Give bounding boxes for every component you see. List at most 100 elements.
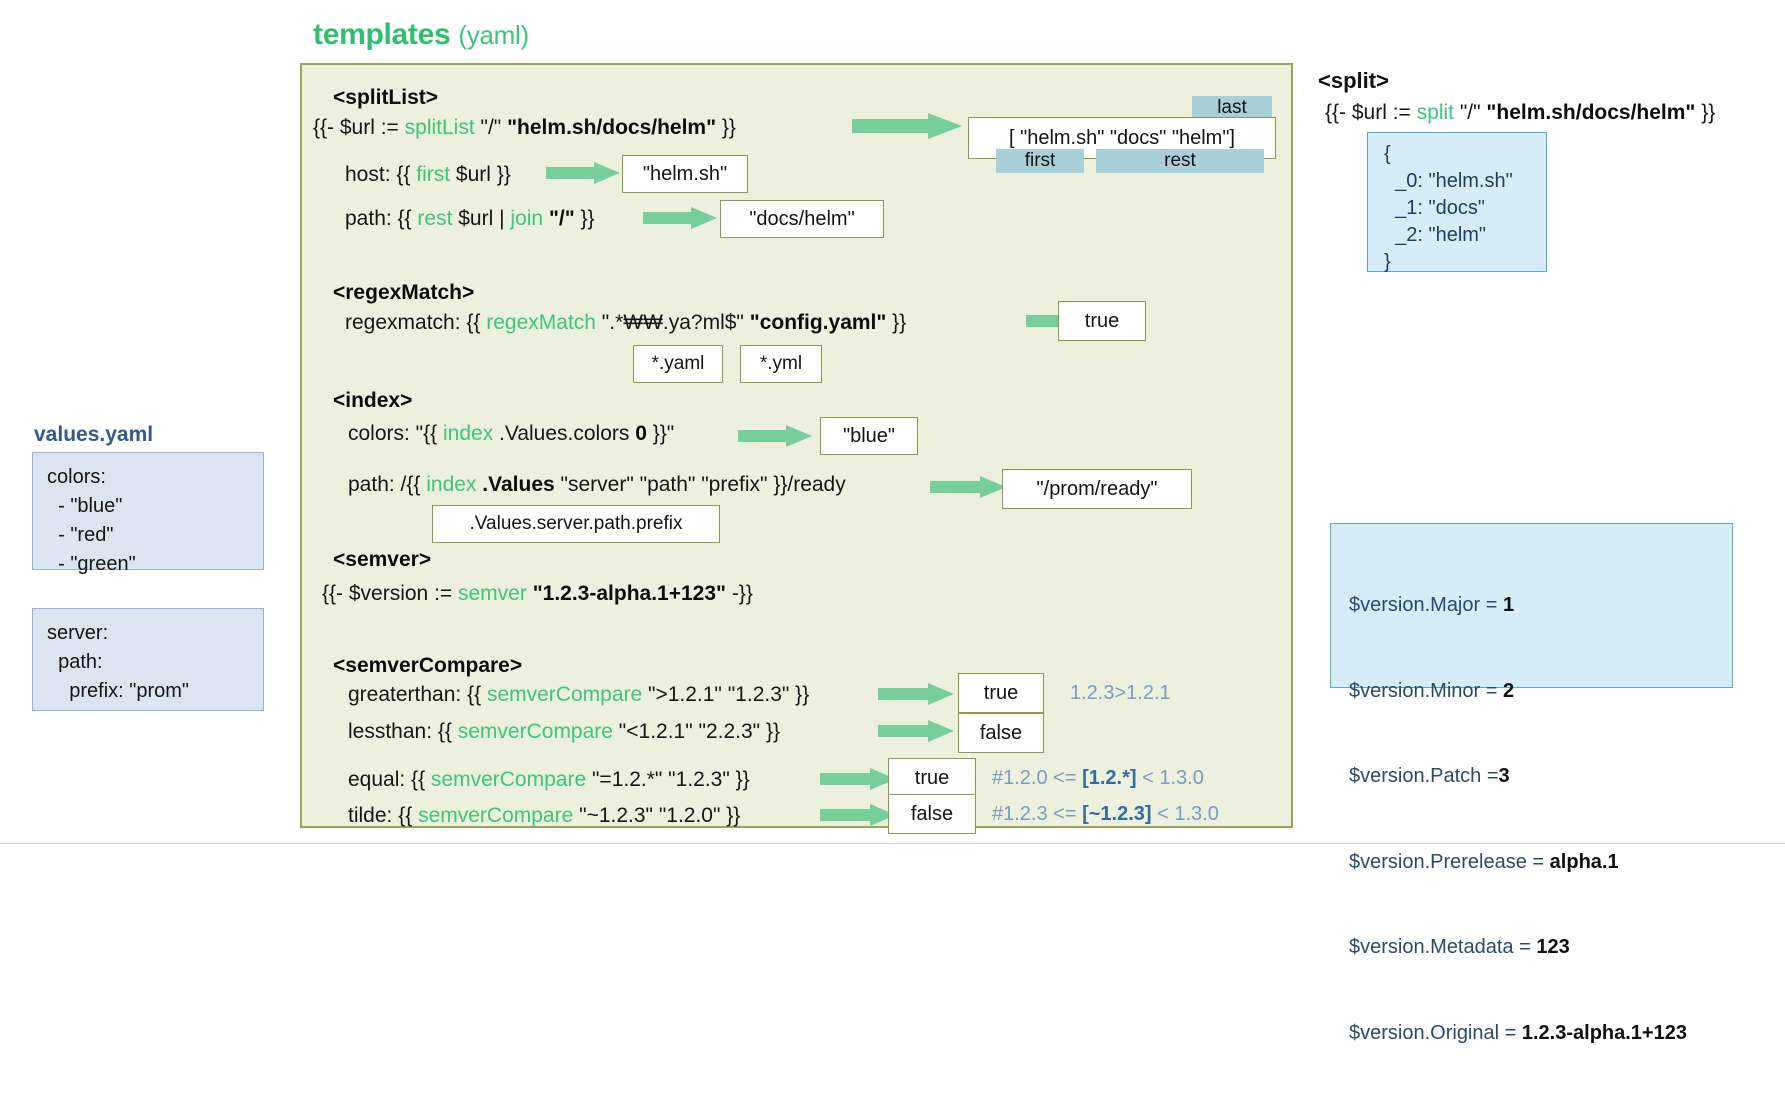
version-row: $version.Major = 1 bbox=[1349, 591, 1732, 620]
version-original-value: 1.2.3-alpha.1+123 bbox=[1521, 1021, 1687, 1044]
regexmatch-example-yml: *.yml bbox=[740, 345, 822, 383]
split-arg: "helm.sh/docs/helm" bbox=[1486, 101, 1696, 124]
regexmatch-fn: regexMatch bbox=[486, 311, 596, 334]
regexmatch-result-box: true bbox=[1058, 301, 1146, 341]
semver-assign-line: {{- $version := semver "1.2.3-alpha.1+12… bbox=[322, 583, 753, 604]
index-path-fn: index bbox=[426, 473, 477, 496]
tilde-result-box: false bbox=[888, 794, 976, 834]
regexmatch-label-text: <regexMatch> bbox=[333, 281, 475, 304]
arrow-icon-lessthan bbox=[878, 720, 954, 742]
section-label-index: <index> bbox=[333, 389, 413, 412]
equal-annotation-bold: [1.2.*] bbox=[1082, 767, 1137, 789]
greaterthan-annotation: 1.2.3>1.2.1 bbox=[1070, 682, 1171, 704]
templates-panel bbox=[300, 63, 1293, 828]
semvercompare-greaterthan-line: greaterthan: {{ semverCompare ">1.2.1" "… bbox=[348, 684, 809, 705]
tilde-fn: semverCompare bbox=[418, 804, 574, 827]
tilde-suffix: }} bbox=[720, 804, 741, 827]
tilde-annotation-tail: < 1.3.0 bbox=[1151, 803, 1219, 825]
arrow-icon-path bbox=[643, 207, 717, 229]
regexmatch-example-yaml: *.yaml bbox=[633, 345, 723, 383]
semver-suffix: -}} bbox=[725, 582, 753, 605]
section-label-regexmatch: <regexMatch> bbox=[333, 281, 474, 305]
path-result-box: "docs/helm" bbox=[720, 200, 884, 238]
gt-prefix: greaterthan: {{ bbox=[348, 683, 487, 706]
section-label-splitlist: <splitList> bbox=[333, 86, 439, 109]
gt-args: ">1.2.1" "1.2.3" bbox=[642, 683, 790, 706]
lt-prefix: lessthan: {{ bbox=[348, 720, 458, 743]
splitlist-host-line: host: {{ first $url }} bbox=[345, 164, 511, 185]
index-note-box: .Values.server.path.prefix bbox=[432, 505, 720, 543]
splitlist-assign-line: {{- $url := splitList "/" "helm.sh/docs/… bbox=[313, 117, 736, 138]
diagram-canvas: templates (yaml) values.yaml <split> <sp… bbox=[0, 18, 1785, 1044]
values-colors-box: colors: - "blue" - "red" - "green" bbox=[32, 452, 264, 575]
arrow-icon-tilde bbox=[820, 804, 896, 826]
index-colors-arg: 0 bbox=[635, 422, 647, 445]
path-arg: "/" bbox=[543, 207, 575, 230]
regexmatch-pattern: ".*₩₩.ya?ml$" bbox=[595, 311, 750, 334]
semver-prefix: {{- $version := bbox=[322, 582, 458, 605]
index-path-args2: "server" "path" "prefix" bbox=[554, 473, 768, 496]
index-colors-suffix: }}" bbox=[646, 422, 675, 445]
values-server-box: server: path: prefix: "prom" bbox=[32, 608, 264, 711]
version-prerelease-key: $version.Prerelease = bbox=[1349, 850, 1550, 873]
split-fn: split bbox=[1416, 101, 1454, 124]
semvercompare-lessthan-line: lessthan: {{ semverCompare "<1.2.1" "2.2… bbox=[348, 721, 780, 742]
greaterthan-result-box: true bbox=[958, 673, 1044, 713]
version-metadata-key: $version.Metadata = bbox=[1349, 936, 1537, 958]
semver-arg: "1.2.3-alpha.1+123" bbox=[532, 582, 726, 605]
eq-fn: semverCompare bbox=[430, 768, 587, 791]
path-mid: $url | bbox=[452, 207, 511, 230]
arrow-icon-index-path bbox=[930, 476, 1006, 498]
semver-fn: semver bbox=[458, 582, 527, 605]
index-path-arg: .Values bbox=[482, 473, 555, 496]
gt-suffix: }} bbox=[789, 683, 810, 706]
arrow-icon-host bbox=[546, 162, 620, 184]
regexmatch-arg: "config.yaml" bbox=[749, 311, 887, 334]
tilde-annotation: #1.2.3 <= [~1.2.3] < 1.3.0 bbox=[992, 803, 1219, 826]
page-title-templates: templates (yaml) bbox=[313, 18, 529, 52]
version-original-key: $version.Original = bbox=[1349, 1021, 1522, 1044]
equal-result-box: true bbox=[888, 758, 976, 798]
lessthan-result-box: false bbox=[958, 713, 1044, 753]
splitlist-arg: "helm.sh/docs/helm" bbox=[507, 116, 717, 139]
version-row: $version.Original = 1.2.3-alpha.1+123 bbox=[1349, 1019, 1732, 1048]
tilde-args: "~1.2.3" "1.2.0" bbox=[573, 804, 721, 827]
tilde-prefix: tilde: {{ bbox=[348, 804, 419, 827]
path-suffix: }} bbox=[574, 207, 595, 230]
version-major-key: $version.Major = bbox=[1349, 594, 1503, 616]
host-prefix: host: {{ bbox=[345, 163, 417, 186]
chip-first: first bbox=[996, 149, 1084, 173]
regexmatch-suffix: }} bbox=[886, 311, 907, 334]
equal-annotation-tail: < 1.3.0 bbox=[1136, 767, 1204, 789]
tilde-annotation-bold: [~1.2.3] bbox=[1082, 803, 1152, 825]
semvercompare-equal-line: equal: {{ semverCompare "=1.2.*" "1.2.3"… bbox=[348, 769, 750, 790]
index-path-result-box: "/prom/ready" bbox=[1002, 469, 1192, 509]
index-path-prefix: path: /{{ bbox=[348, 473, 427, 496]
page-title-split: <split> bbox=[1318, 68, 1389, 93]
arrow-icon-equal bbox=[820, 768, 896, 790]
version-row: $version.Metadata = 123 bbox=[1349, 933, 1732, 962]
path-fn-rest: rest bbox=[417, 207, 453, 230]
chip-rest: rest bbox=[1096, 149, 1264, 173]
path-prefix: path: {{ bbox=[345, 207, 418, 230]
lt-args: "<1.2.1" "2.2.3" bbox=[612, 720, 761, 743]
splitlist-path-line: path: {{ rest $url | join "/" }} bbox=[345, 208, 595, 229]
eq-prefix: equal: {{ bbox=[348, 768, 431, 791]
version-minor-value: 2 bbox=[1502, 679, 1515, 702]
splitlist-sep: "/" bbox=[474, 116, 508, 139]
split-assign-line: {{- $url := split "/" "helm.sh/docs/helm… bbox=[1325, 102, 1715, 123]
gt-fn: semverCompare bbox=[486, 683, 643, 706]
splitlist-fn: splitList bbox=[404, 116, 475, 139]
index-path-line: path: /{{ index .Values "server" "path" … bbox=[348, 474, 846, 495]
arrow-icon-splitlist-result bbox=[852, 113, 962, 139]
semvercompare-tilde-line: tilde: {{ semverCompare "~1.2.3" "1.2.0"… bbox=[348, 805, 740, 826]
page-title-values-yaml: values.yaml bbox=[34, 423, 154, 446]
version-metadata-value: 123 bbox=[1536, 936, 1570, 958]
host-fn: first bbox=[416, 163, 451, 186]
section-label-semver: <semver> bbox=[333, 548, 432, 571]
version-major-value: 1 bbox=[1502, 594, 1515, 616]
index-colors-mid: .Values.colors bbox=[493, 422, 636, 445]
index-path-suffix: }}/ready bbox=[767, 473, 846, 496]
lt-suffix: }} bbox=[760, 720, 781, 743]
index-colors-fn: index bbox=[443, 422, 494, 445]
